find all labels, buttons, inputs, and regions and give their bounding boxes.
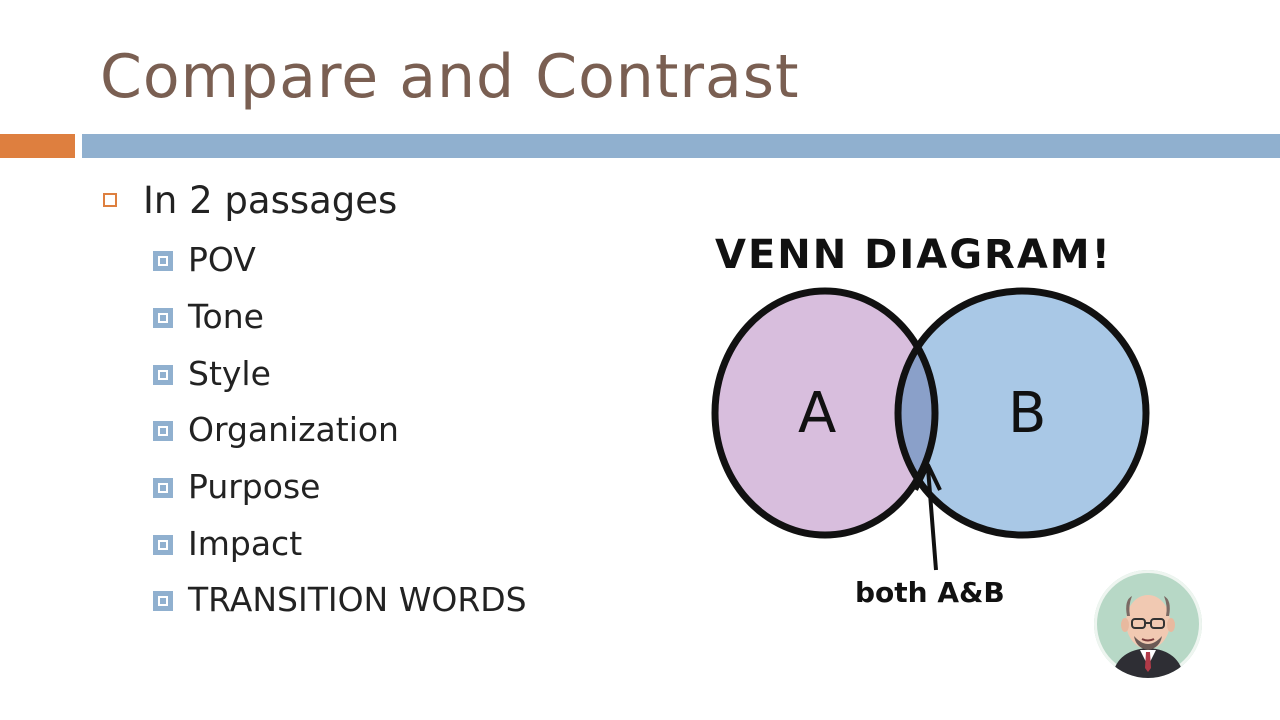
venn-diagram: VENN DIAGRAM! A B both A&B: [711, 232, 1150, 609]
title-accent-bar: [0, 134, 75, 158]
sub-bullet-text: Tone: [188, 297, 264, 336]
venn-caption: both A&B: [855, 576, 1005, 609]
title-underline-bar: [82, 134, 1280, 158]
square-bullet-icon: [153, 421, 173, 441]
venn-heading: VENN DIAGRAM!: [715, 232, 1112, 278]
arrow-up-icon: [914, 463, 942, 571]
bullet-main-text: In 2 passages: [143, 179, 398, 222]
venn-circle-a: [715, 291, 935, 535]
slide-title: Compare and Contrast: [100, 42, 800, 112]
square-bullet-icon: [153, 308, 173, 328]
sub-bullet-text: Organization: [188, 410, 399, 449]
square-bullet-icon: [153, 365, 173, 385]
venn-circle-b-outline: [894, 287, 1150, 539]
venn-label-a: A: [798, 381, 836, 446]
hollow-square-bullet-icon: [103, 193, 117, 207]
sub-bullet-text: Style: [188, 354, 271, 393]
presenter-avatar-icon: [1094, 570, 1202, 678]
square-bullet-icon: [153, 591, 173, 611]
venn-circle-b: [898, 291, 1146, 535]
square-bullet-icon: [153, 535, 173, 555]
sub-bullet-text: TRANSITION WORDS: [188, 580, 527, 619]
sub-bullet-text: Impact: [188, 524, 303, 563]
venn-label-b: B: [1008, 381, 1046, 446]
venn-circle-a-outline: [711, 287, 939, 539]
square-bullet-icon: [153, 478, 173, 498]
square-bullet-icon: [153, 251, 173, 271]
sub-bullet-text: Purpose: [188, 467, 321, 506]
sub-bullet-text: POV: [188, 240, 256, 279]
